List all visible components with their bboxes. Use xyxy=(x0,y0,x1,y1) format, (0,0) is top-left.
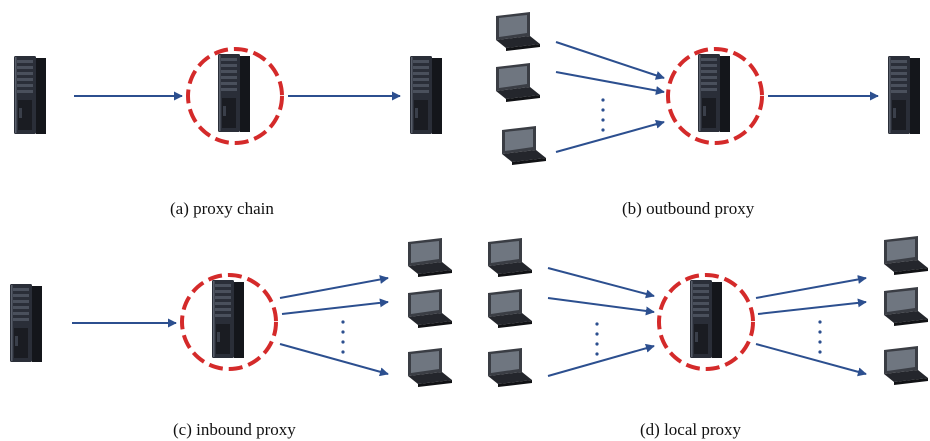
proxy-server-icon xyxy=(212,280,244,358)
proxy-highlight-ring xyxy=(186,47,284,145)
laptop-icon xyxy=(884,287,928,326)
laptop-icon xyxy=(408,289,452,328)
panel-c-inbound-proxy xyxy=(10,238,452,387)
proxy-server-icon xyxy=(218,54,250,132)
server-icon xyxy=(410,56,442,134)
ellipsis-dots xyxy=(341,320,345,354)
arrow xyxy=(279,275,389,299)
laptop-icon xyxy=(408,348,452,387)
laptop-icon xyxy=(488,289,532,328)
arrow xyxy=(555,41,665,80)
arrow xyxy=(757,298,867,315)
panel-d-local-proxy xyxy=(488,236,928,387)
proxy-highlight-ring xyxy=(180,273,278,371)
arrow xyxy=(755,343,867,377)
proxy-highlight-ring xyxy=(666,47,764,145)
ellipsis-dots xyxy=(818,320,822,354)
arrow xyxy=(279,343,389,377)
arrow xyxy=(555,71,665,95)
arrow xyxy=(547,267,655,299)
server-icon xyxy=(10,284,42,362)
laptop-icon xyxy=(496,12,540,51)
laptop-icon xyxy=(884,236,928,275)
panel-a-proxy-chain xyxy=(14,47,442,145)
arrow xyxy=(281,298,389,315)
arrow xyxy=(555,119,665,153)
caption-outbound-proxy: (b) outbound proxy xyxy=(622,199,755,218)
server-icon xyxy=(888,56,920,134)
arrow xyxy=(547,343,655,377)
panel-b-outbound-proxy xyxy=(496,12,920,165)
laptop-icon xyxy=(488,238,532,277)
arrow xyxy=(755,275,867,299)
proxy-server-icon xyxy=(698,54,730,132)
laptop-icon xyxy=(496,63,540,102)
laptop-icon xyxy=(408,238,452,277)
proxy-server-icon xyxy=(690,280,722,358)
server-icon xyxy=(14,56,46,134)
ellipsis-dots xyxy=(595,322,599,356)
proxy-highlight-ring xyxy=(657,273,755,371)
caption-inbound-proxy: (c) inbound proxy xyxy=(173,420,296,439)
laptop-icon xyxy=(502,126,546,165)
caption-local-proxy: (d) local proxy xyxy=(640,420,742,439)
laptop-icon xyxy=(488,348,532,387)
laptop-icon xyxy=(884,346,928,385)
caption-proxy-chain: (a) proxy chain xyxy=(170,199,274,218)
arrow xyxy=(547,297,655,316)
ellipsis-dots xyxy=(601,98,605,132)
